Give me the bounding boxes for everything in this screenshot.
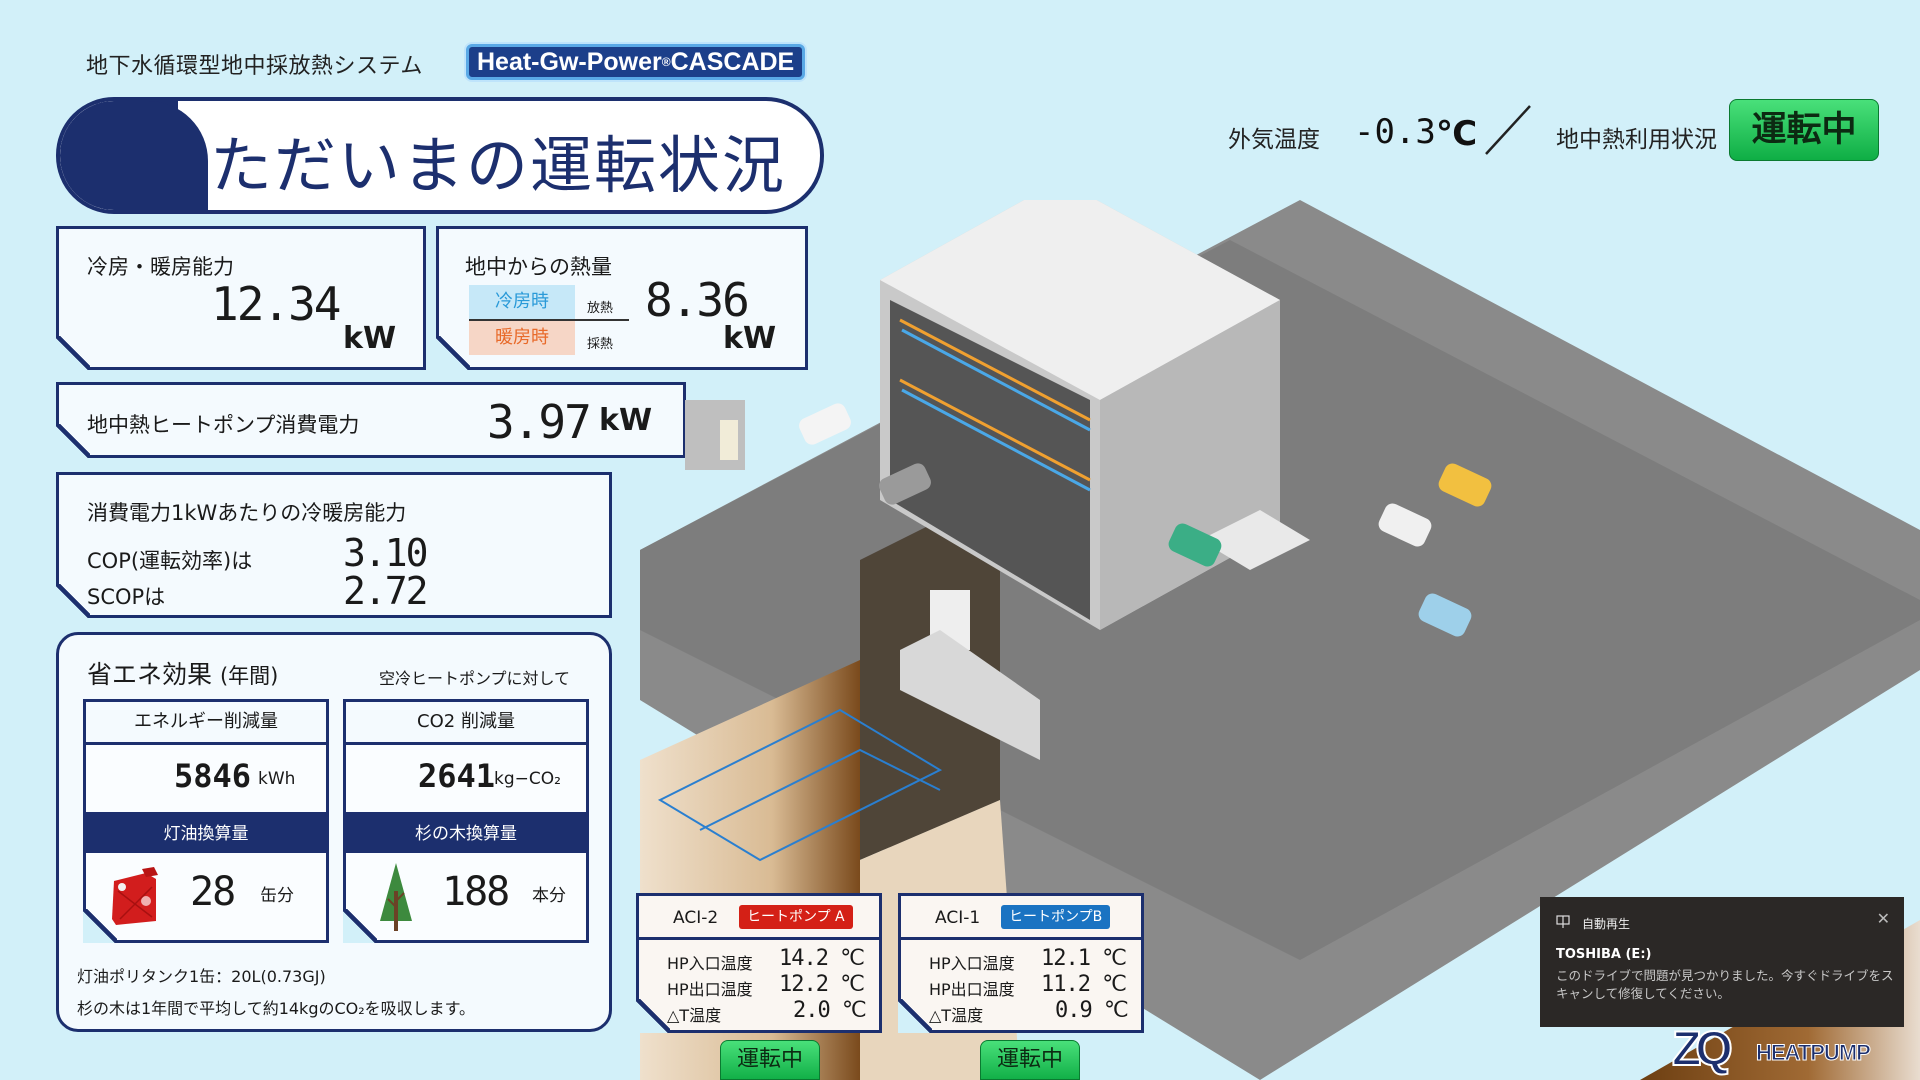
outside-temp-value: -0.3 <box>1354 112 1436 152</box>
power-label: 地中熱ヒートポンプ消費電力 <box>87 413 360 437</box>
heat-pump-a-inlet-label: HP入口温度 <box>667 954 753 973</box>
building-illustration <box>640 200 1920 1080</box>
comparison-note: 空冷ヒートポンプに対して <box>379 669 571 688</box>
geothermal-status-label: 地中熱利用状況 <box>1556 127 1717 153</box>
heat-pump-a-tag: ヒートポンプ A <box>739 905 853 929</box>
cooling-mode-label: 冷房時 <box>469 285 575 319</box>
page-title: ただいまの運転状況 <box>210 129 787 202</box>
power-panel: 地中熱ヒートポンプ消費電力 3.97 kW <box>56 382 686 458</box>
geothermal-status-badge: 運転中 <box>1729 99 1879 161</box>
kerosene-equiv-box: 28 缶分 <box>83 853 329 943</box>
ground-heat-panel: 地中からの熱量 冷房時 暖房時 放熱 採熱 8.36 kW <box>436 226 808 370</box>
cedar-tree-icon <box>380 863 412 931</box>
close-icon[interactable]: ✕ <box>1876 909 1890 928</box>
savings-title-text: 省エネ効果 <box>87 660 213 689</box>
separator-slash <box>1485 105 1531 155</box>
efficiency-panel: 消費電力1kWあたりの冷暖房能力 COP(運転効率)は 3.10 SCOPは 2… <box>56 472 612 618</box>
co2-reduction-card: CO2 削減量 2641 kg−CO₂ 杉の木換算量 188 本分 <box>343 699 589 943</box>
outside-temp-unit: ℃ <box>1436 114 1478 154</box>
co2-reduction-unit: kg−CO₂ <box>494 769 561 789</box>
energy-reduction-card: エネルギー削減量 5846 kWh 灯油換算量 28 缶分 <box>83 699 329 943</box>
notification-app-name: 自動再生 <box>1582 917 1631 931</box>
energy-reduction-unit: kWh <box>258 769 296 789</box>
savings-title: 省エネ効果 (年間) <box>87 655 278 691</box>
heat-pump-a-delta-label: △T温度 <box>667 1006 722 1025</box>
brand-reg-mark: ® <box>661 55 671 69</box>
heat-release-label: 放熱 <box>587 301 614 316</box>
capacity-value: 12.34 <box>211 277 341 331</box>
brand-logo: Heat-Gw-Power®CASCADE <box>466 44 806 80</box>
outside-temp-label: 外気温度 <box>1228 127 1320 153</box>
cedar-equiv-label: 杉の木換算量 <box>343 815 589 853</box>
co2-reduction-label: CO2 削減量 <box>343 699 589 745</box>
heat-pump-b-header: ACI-1 ヒートポンプB <box>901 896 1141 940</box>
cop-label: COP(運転効率)は <box>87 549 253 573</box>
fuel-can-icon <box>112 867 158 925</box>
mode-divider <box>469 319 629 321</box>
heat-pump-b-delta-label: △T温度 <box>929 1006 984 1025</box>
cedar-footnote: 杉の木は1年間で平均して約14kgのCO₂を吸収します。 <box>77 999 476 1018</box>
heat-pump-b-inlet-value: 12.1 ℃ <box>1041 946 1127 971</box>
heat-pump-b-outlet-value: 11.2 ℃ <box>1041 972 1127 997</box>
brand-name: Heat-Gw-Power <box>477 48 662 76</box>
energy-savings-panel: 省エネ効果 (年間) 空冷ヒートポンプに対して エネルギー削減量 5846 kW… <box>56 632 612 1032</box>
heat-pump-a-outlet-value: 12.2 ℃ <box>779 972 865 997</box>
heat-pump-a-header: ACI-2 ヒートポンプ A <box>639 896 879 940</box>
power-value: 3.97 <box>487 395 592 449</box>
energy-reduction-label: エネルギー削減量 <box>83 699 329 745</box>
heat-pump-b-panel: ACI-1 ヒートポンプB HP入口温度 12.1 ℃ HP出口温度 11.2 … <box>898 893 1144 1033</box>
heat-collection-label: 採熱 <box>587 337 614 352</box>
heat-pump-b-status: 運転中 <box>980 1040 1080 1080</box>
heat-pump-b-delta-value: 0.9 ℃ <box>1055 998 1129 1023</box>
heat-pump-a-id: ACI-2 <box>673 908 719 928</box>
logo-text: HEATPUMP <box>1756 1040 1872 1066</box>
capacity-unit: kW <box>343 321 397 356</box>
notification-message: このドライブで問題が見つかりました。今すぐドライブをスキャンして修復してください… <box>1556 968 1894 1001</box>
heat-pump-a-inlet-value: 14.2 ℃ <box>779 946 865 971</box>
ground-heat-value: 8.36 <box>645 273 750 327</box>
ground-heat-unit: kW <box>723 321 777 356</box>
kerosene-equiv-unit: 缶分 <box>260 886 294 906</box>
energy-reduction-amount: 5846 kWh <box>83 745 329 815</box>
autoplay-icon <box>1556 915 1570 928</box>
heat-pump-a-panel: ACI-2 ヒートポンプ A HP入口温度 14.2 ℃ HP出口温度 12.2… <box>636 893 882 1033</box>
page-title-banner: ただいまの運転状況 <box>56 97 824 214</box>
brand-suffix: CASCADE <box>670 48 795 76</box>
banner-cap <box>60 101 208 210</box>
cedar-equiv-value: 188 <box>442 869 510 915</box>
kerosene-footnote: 灯油ポリタンク1缶：20L(0.73GJ) <box>77 967 326 986</box>
heat-pump-a-status: 運転中 <box>720 1040 820 1080</box>
kerosene-equiv-value: 28 <box>190 869 236 915</box>
heat-pump-a-outlet-label: HP出口温度 <box>667 980 753 999</box>
cop-value: 3.10 <box>343 531 429 575</box>
energy-reduction-value: 5846 <box>174 757 252 795</box>
heating-mode-label: 暖房時 <box>469 321 575 355</box>
co2-reduction-amount: 2641 kg−CO₂ <box>343 745 589 815</box>
capacity-label: 冷房・暖房能力 <box>87 255 234 279</box>
scop-value: 2.72 <box>343 569 429 613</box>
cedar-equiv-box: 188 本分 <box>343 853 589 943</box>
cedar-equiv-unit: 本分 <box>532 886 566 906</box>
heat-pump-b-tag: ヒートポンプB <box>1001 905 1111 929</box>
notification-title: TOSHIBA (E:) <box>1556 947 1652 962</box>
scop-label: SCOPは <box>87 585 166 609</box>
capacity-panel: 冷房・暖房能力 12.34 kW <box>56 226 426 370</box>
power-unit: kW <box>599 403 653 438</box>
system-name: 地下水循環型地中採放熱システム <box>86 54 423 79</box>
kerosene-equiv-label: 灯油換算量 <box>83 815 329 853</box>
logo-mark: ZQ <box>1671 1023 1734 1076</box>
ground-heat-label: 地中からの熱量 <box>465 255 612 279</box>
autoplay-notification[interactable]: 自動再生 ✕ TOSHIBA (E:) このドライブで問題が見つかりました。今す… <box>1540 897 1904 1027</box>
savings-period: (年間) <box>219 664 279 688</box>
heat-pump-b-inlet-label: HP入口温度 <box>929 954 1015 973</box>
efficiency-label: 消費電力1kWあたりの冷暖房能力 <box>87 501 407 525</box>
heat-pump-b-outlet-label: HP出口温度 <box>929 980 1015 999</box>
heat-pump-a-delta-value: 2.0 ℃ <box>793 998 867 1023</box>
heat-pump-b-id: ACI-1 <box>935 908 981 928</box>
co2-reduction-value: 2641 <box>418 757 496 795</box>
